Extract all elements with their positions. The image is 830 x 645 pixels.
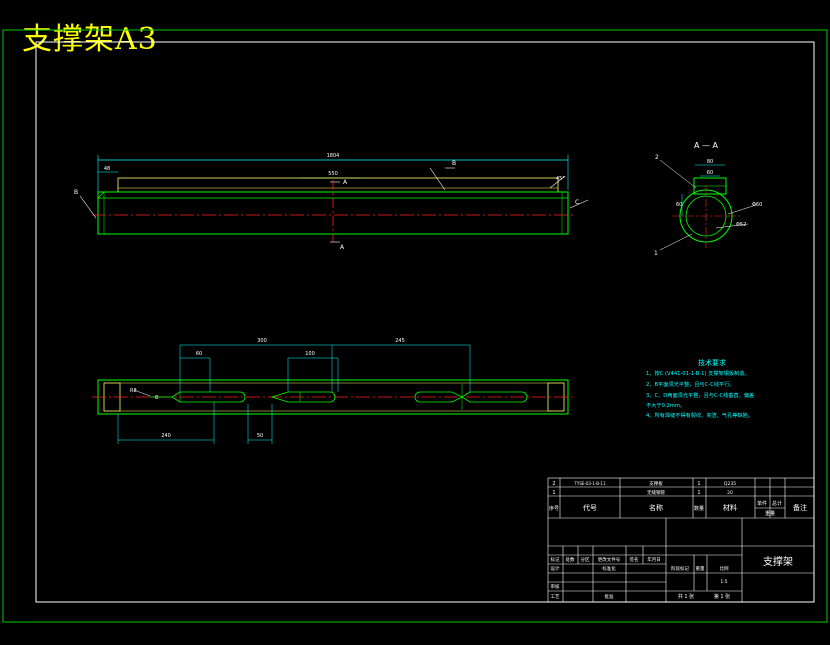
angle-label: 45° (556, 176, 565, 182)
section-leader-1: 1 (654, 250, 658, 257)
section-label: A — A (694, 141, 719, 150)
section-leader-2: 2 (655, 154, 659, 161)
hdr-unit-weight: 单件 (757, 500, 767, 507)
row1-no: 1 (552, 490, 555, 496)
section-dim-small: Φ52 (736, 222, 746, 228)
dim-300: 300 (257, 338, 267, 344)
dim-60: 60 (196, 351, 202, 357)
rev-hdr-6: 年月日 (647, 556, 661, 563)
top-view: 300 60 100 245 R8 8 240 50 (92, 338, 574, 444)
notes-heading: 技术要求 (698, 358, 726, 367)
hdr-weight: 重量 (765, 510, 775, 517)
dim-50: 50 (257, 433, 263, 439)
sheet-count: 共 1 张 (678, 593, 694, 600)
note-line-1: 1、按C (V441-01-1-B-1) 支撑架钢板制造。 (646, 369, 750, 377)
hdr-total-weight: 总计 (772, 500, 782, 507)
hdr-no: 序号 (549, 505, 559, 512)
dim-mid: 550 (328, 171, 338, 177)
section-mark-bottom: A (340, 244, 345, 251)
dim-8: 8 (155, 395, 158, 401)
note-line-3: 3、C、D两面须光平整，且与C-C线垂直，偏差 (646, 391, 754, 399)
row1-material: 20 (727, 490, 733, 496)
section-dim-top: 80 (707, 159, 713, 165)
end-label-left: B (74, 189, 78, 196)
section-mark-top: A (343, 179, 348, 186)
label-design: 设计 (551, 565, 560, 572)
hdr-code: 代号 (583, 503, 597, 512)
outer-frame (2, 29, 828, 623)
rev-hdr-2: 处数 (566, 556, 575, 563)
section-dim-inner: 60 (707, 170, 713, 176)
part-name: 支撑架 (763, 555, 793, 568)
front-view: 1804 48 550 A B B C 45° A (74, 153, 589, 251)
section-dim-diameter: Φ60 (752, 202, 762, 208)
row2-no: 2 (552, 481, 555, 487)
row2-material: Q235 (724, 481, 736, 487)
technical-notes: 技术要求 1、按C (V441-01-1-B-1) 支撑架钢板制造。 2、B平面… (646, 358, 754, 419)
hdr-material: 材料 (723, 503, 737, 512)
sheet-number: 第 1 张 (714, 593, 730, 600)
hdr-name: 名称 (649, 503, 663, 512)
dim-240: 240 (161, 433, 171, 439)
row2-name: 支撑板 (649, 480, 663, 487)
label-standardize: 标准化 (602, 565, 616, 572)
label-process: 工艺 (551, 594, 560, 600)
row2-code: TYSE-03-1-B-11 (573, 481, 606, 486)
scale-value: 1:5 (720, 579, 727, 585)
drawing-title: 支撑架A3 (22, 22, 158, 57)
row1-qty: 1 (697, 490, 700, 496)
hdr-qty: 数量 (694, 505, 704, 512)
title-block (547, 477, 815, 603)
dim-overall: 1804 (327, 153, 340, 159)
stage-hdr-3: 比例 (720, 565, 729, 572)
title-block-text: 2 TYSE-03-1-B-11 支撑板 1 Q235 1 无缝钢管 1 20 … (549, 480, 807, 600)
stage-hdr-2: 重量 (696, 565, 705, 572)
rev-hdr-5: 签名 (630, 556, 639, 563)
note-line-4: 不大于0.2mm。 (646, 401, 685, 409)
dim-245: 245 (395, 338, 405, 344)
end-label-right: C (575, 199, 579, 206)
rev-hdr-4: 更改文件号 (598, 556, 621, 563)
row1-name: 无缝钢管 (647, 489, 665, 496)
dim-r8: R8 (130, 388, 137, 394)
label-approve: 批准 (605, 593, 614, 600)
rev-hdr-3: 分区 (581, 556, 590, 563)
stage-hdr-1: 阶段标记 (671, 565, 689, 572)
row2-qty: 1 (697, 481, 700, 487)
section-dim-height: 60 (676, 202, 682, 208)
dim-left: 48 (104, 166, 110, 172)
section-view: A — A 80 60 60 Φ60 Φ52 2 1 (654, 141, 762, 257)
leader-label-b: B (452, 160, 456, 167)
dim-100: 100 (305, 351, 315, 357)
note-line-2: 2、B平面须光平整，且与C-C线平行。 (646, 380, 735, 388)
rev-hdr-1: 标记 (551, 556, 560, 563)
hdr-remarks: 备注 (793, 503, 807, 512)
inner-frame (35, 41, 815, 603)
label-review: 审核 (551, 583, 560, 590)
note-line-5: 4、所有焊缝不得有裂纹、夹渣、气孔等缺陷。 (646, 411, 753, 419)
